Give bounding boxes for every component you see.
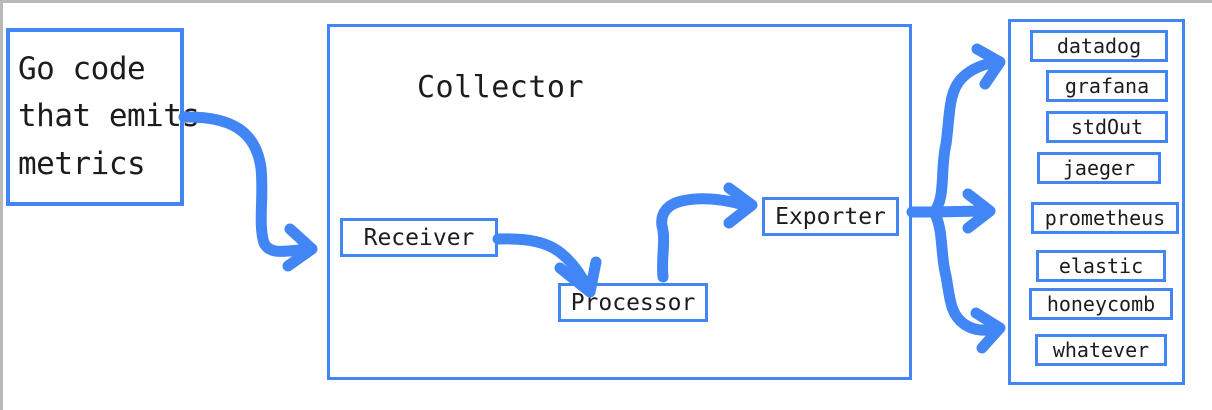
exporter-item-jaeger: jaeger	[1037, 152, 1161, 184]
go-code-source-box: Go code that emits metrics	[6, 28, 200, 206]
arrow-fanout-bottom	[928, 206, 1002, 336]
collector-title: Collector	[417, 70, 585, 105]
exporter-item-prometheus: prometheus	[1031, 202, 1179, 234]
arrow-fanout-middle	[928, 205, 988, 218]
arrow-fanout-top-head	[971, 43, 1006, 90]
arrow-source-to-receiver-head	[282, 223, 318, 272]
receiver-box: Receiver	[340, 218, 498, 257]
source-line-2: that emits	[18, 98, 200, 135]
viewport-frame-top	[0, 0, 1212, 3]
arrow-fanout-top	[928, 56, 1002, 218]
exporter-box: Exporter	[762, 197, 899, 236]
arrow-fanout-bottom-head	[970, 307, 1006, 354]
arrow-source-to-receiver	[178, 111, 306, 257]
exporter-item-grafana: grafana	[1046, 70, 1168, 102]
exporter-item-datadog: datadog	[1030, 30, 1168, 62]
viewport-frame-left	[0, 0, 3, 410]
source-line-3: metrics	[18, 145, 146, 182]
exporter-item-honeycomb: honeycomb	[1029, 288, 1173, 320]
exporter-item-whatever: whatever	[1035, 334, 1167, 366]
arrow-fanout-middle-head	[962, 188, 996, 234]
source-line-1: Go code	[18, 51, 146, 88]
exporter-item-elastic: elastic	[1036, 250, 1166, 282]
exporter-item-stdOut: stdOut	[1046, 111, 1168, 143]
processor-box: Processor	[558, 283, 708, 322]
